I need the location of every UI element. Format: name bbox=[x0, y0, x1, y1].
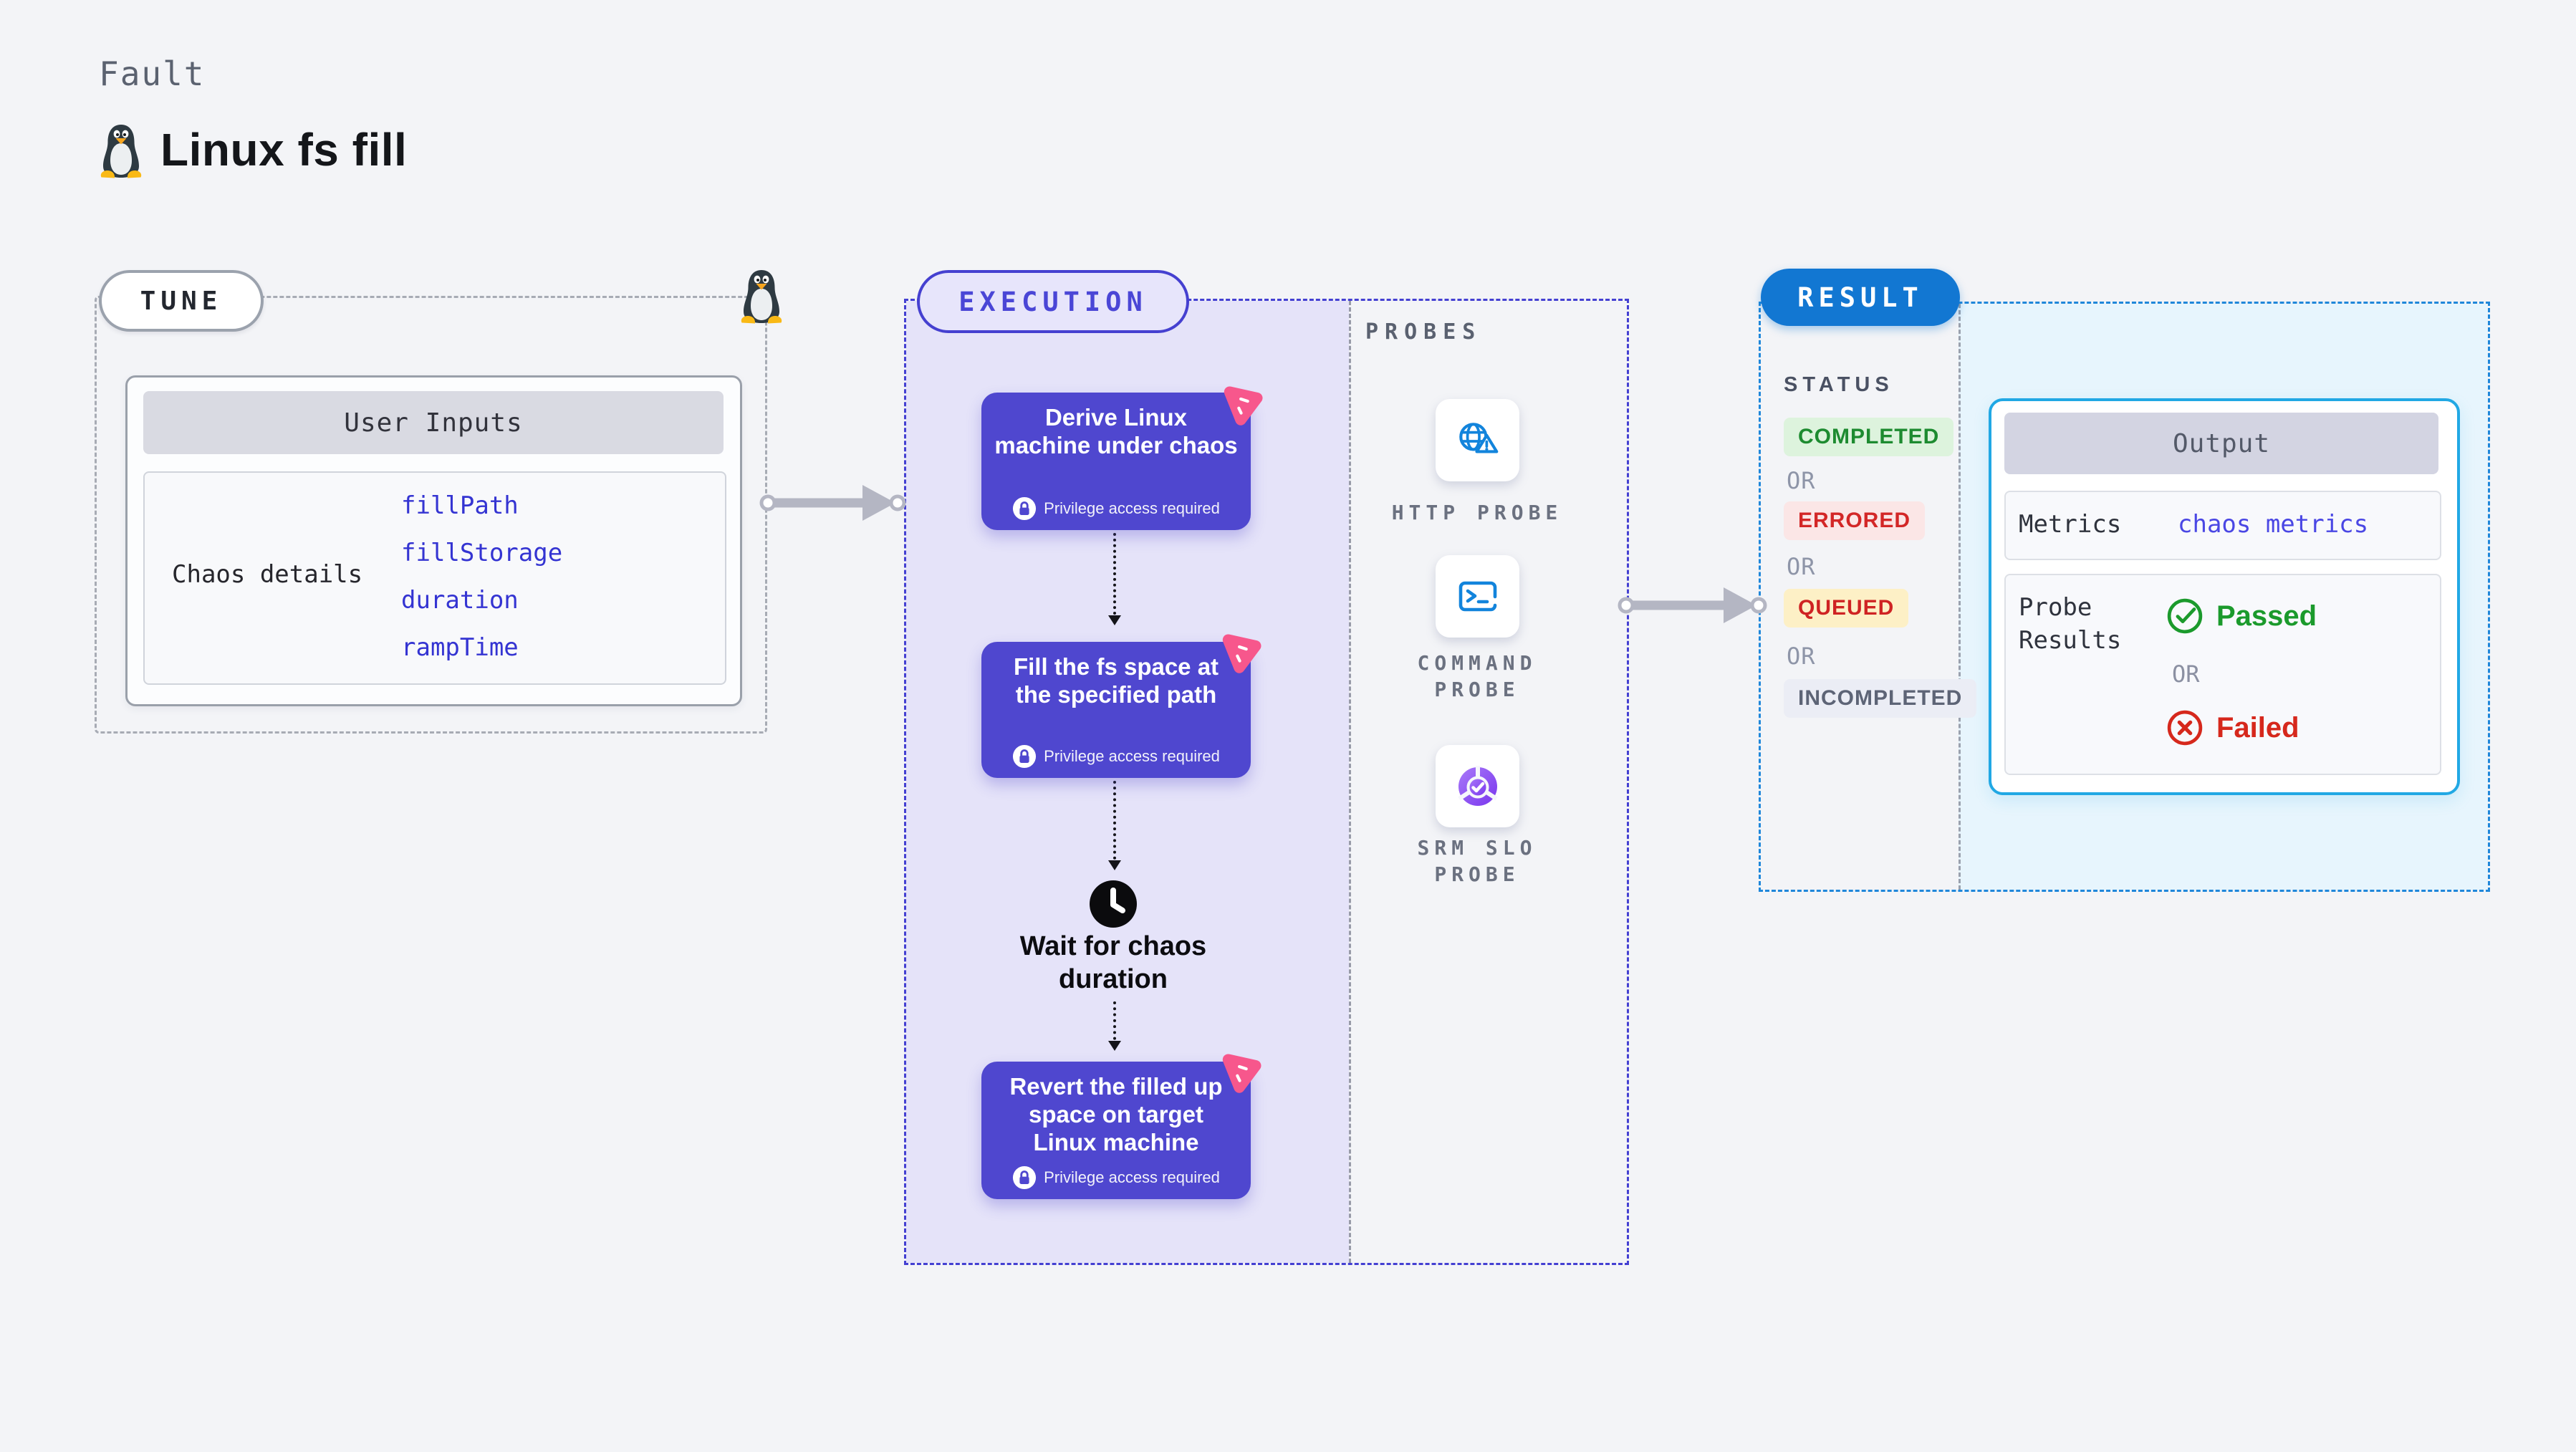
flow-connector bbox=[1108, 781, 1121, 870]
globe-alert-icon bbox=[1458, 422, 1498, 453]
input-fillstorage: fillStorage bbox=[401, 539, 563, 567]
step-derive-machine: Derive Linux machine under chaos Privile… bbox=[981, 393, 1251, 530]
command-probe-card bbox=[1436, 555, 1519, 638]
tune-to-execution-arrow bbox=[759, 485, 906, 521]
tune-pill: TUNE bbox=[99, 270, 264, 332]
probe-results-row bbox=[2004, 574, 2441, 775]
or-separator: OR bbox=[2172, 660, 2200, 688]
output-header: Output bbox=[2004, 413, 2438, 474]
execution-to-result-arrow bbox=[1618, 587, 1767, 623]
clock-icon bbox=[1090, 880, 1137, 928]
input-fillpath: fillPath bbox=[401, 491, 519, 520]
status-badge-incompleted: INCOMPLETED bbox=[1784, 679, 1977, 718]
tux-penguin-icon bbox=[100, 125, 142, 178]
status-badge-completed: COMPLETED bbox=[1784, 418, 1954, 456]
failed-label: Failed bbox=[2216, 711, 2299, 744]
privilege-badge: Privilege access required bbox=[1044, 747, 1220, 765]
input-ramptime: rampTime bbox=[401, 633, 519, 662]
check-circle-icon bbox=[2167, 598, 2203, 634]
chaos-details-row bbox=[143, 471, 726, 685]
litmus-chaos-icon bbox=[1216, 627, 1268, 679]
privilege-badge: Privilege access required bbox=[1044, 499, 1220, 517]
metrics-value: chaos metrics bbox=[2178, 510, 2369, 539]
step-fill-fs-space: Fill the fs space at the specified path … bbox=[981, 642, 1251, 778]
step-title: Fill the fs space at the specified path bbox=[1013, 653, 1219, 708]
status-badge-queued: QUEUED bbox=[1784, 589, 1909, 628]
http-probe-label: HTTP PROBE bbox=[1391, 501, 1563, 524]
srm-slo-probe-card bbox=[1436, 745, 1519, 827]
tux-penguin-icon bbox=[741, 270, 782, 324]
probes-label: PROBES bbox=[1365, 319, 1482, 345]
status-badge-errored: ERRORED bbox=[1784, 501, 1926, 540]
probe-result-failed: Failed bbox=[2166, 709, 2299, 746]
flow-connector bbox=[1108, 533, 1121, 625]
lock-icon bbox=[1012, 1165, 1037, 1190]
srm-slo-probe-label: SRM SLO PROBE bbox=[1417, 836, 1537, 886]
page-title: Linux fs fill bbox=[160, 124, 408, 176]
probe-results-label: Probe Results bbox=[2019, 593, 2122, 655]
status-label: STATUS bbox=[1784, 373, 1894, 396]
passed-label: Passed bbox=[2216, 600, 2317, 632]
input-duration: duration bbox=[401, 586, 519, 615]
user-inputs-header: User Inputs bbox=[143, 391, 724, 454]
result-pill: RESULT bbox=[1761, 269, 1960, 326]
or-separator: OR bbox=[1787, 553, 1816, 580]
slo-donut-icon bbox=[1457, 765, 1498, 806]
or-separator: OR bbox=[1787, 643, 1816, 670]
lock-icon bbox=[1012, 744, 1037, 769]
lock-icon bbox=[1012, 496, 1037, 521]
execution-pill: EXECUTION bbox=[917, 270, 1189, 333]
tune-section bbox=[95, 296, 767, 734]
metrics-label: Metrics bbox=[2019, 510, 2122, 539]
result-divider bbox=[1959, 304, 1961, 890]
x-circle-icon bbox=[2167, 710, 2203, 746]
http-probe-card bbox=[1436, 399, 1519, 481]
wait-step-label: Wait for chaos duration bbox=[1019, 931, 1207, 995]
probe-result-passed: Passed bbox=[2166, 597, 2317, 635]
fault-eyebrow: Fault bbox=[99, 54, 206, 93]
terminal-icon bbox=[1458, 581, 1496, 611]
step-title: Revert the filled up space on target Lin… bbox=[1009, 1073, 1223, 1155]
execution-probes-divider bbox=[1349, 301, 1351, 1263]
privilege-badge: Privilege access required bbox=[1044, 1168, 1220, 1186]
metrics-row bbox=[2004, 491, 2441, 560]
step-revert-space: Revert the filled up space on target Lin… bbox=[981, 1062, 1251, 1199]
litmus-chaos-icon bbox=[1217, 379, 1269, 431]
litmus-chaos-icon bbox=[1216, 1047, 1268, 1099]
chaos-details-label: Chaos details bbox=[172, 560, 363, 589]
step-title: Derive Linux machine under chaos bbox=[994, 404, 1238, 458]
or-separator: OR bbox=[1787, 467, 1816, 494]
command-probe-label: COMMAND PROBE bbox=[1417, 651, 1537, 701]
flow-connector bbox=[1108, 1001, 1121, 1051]
